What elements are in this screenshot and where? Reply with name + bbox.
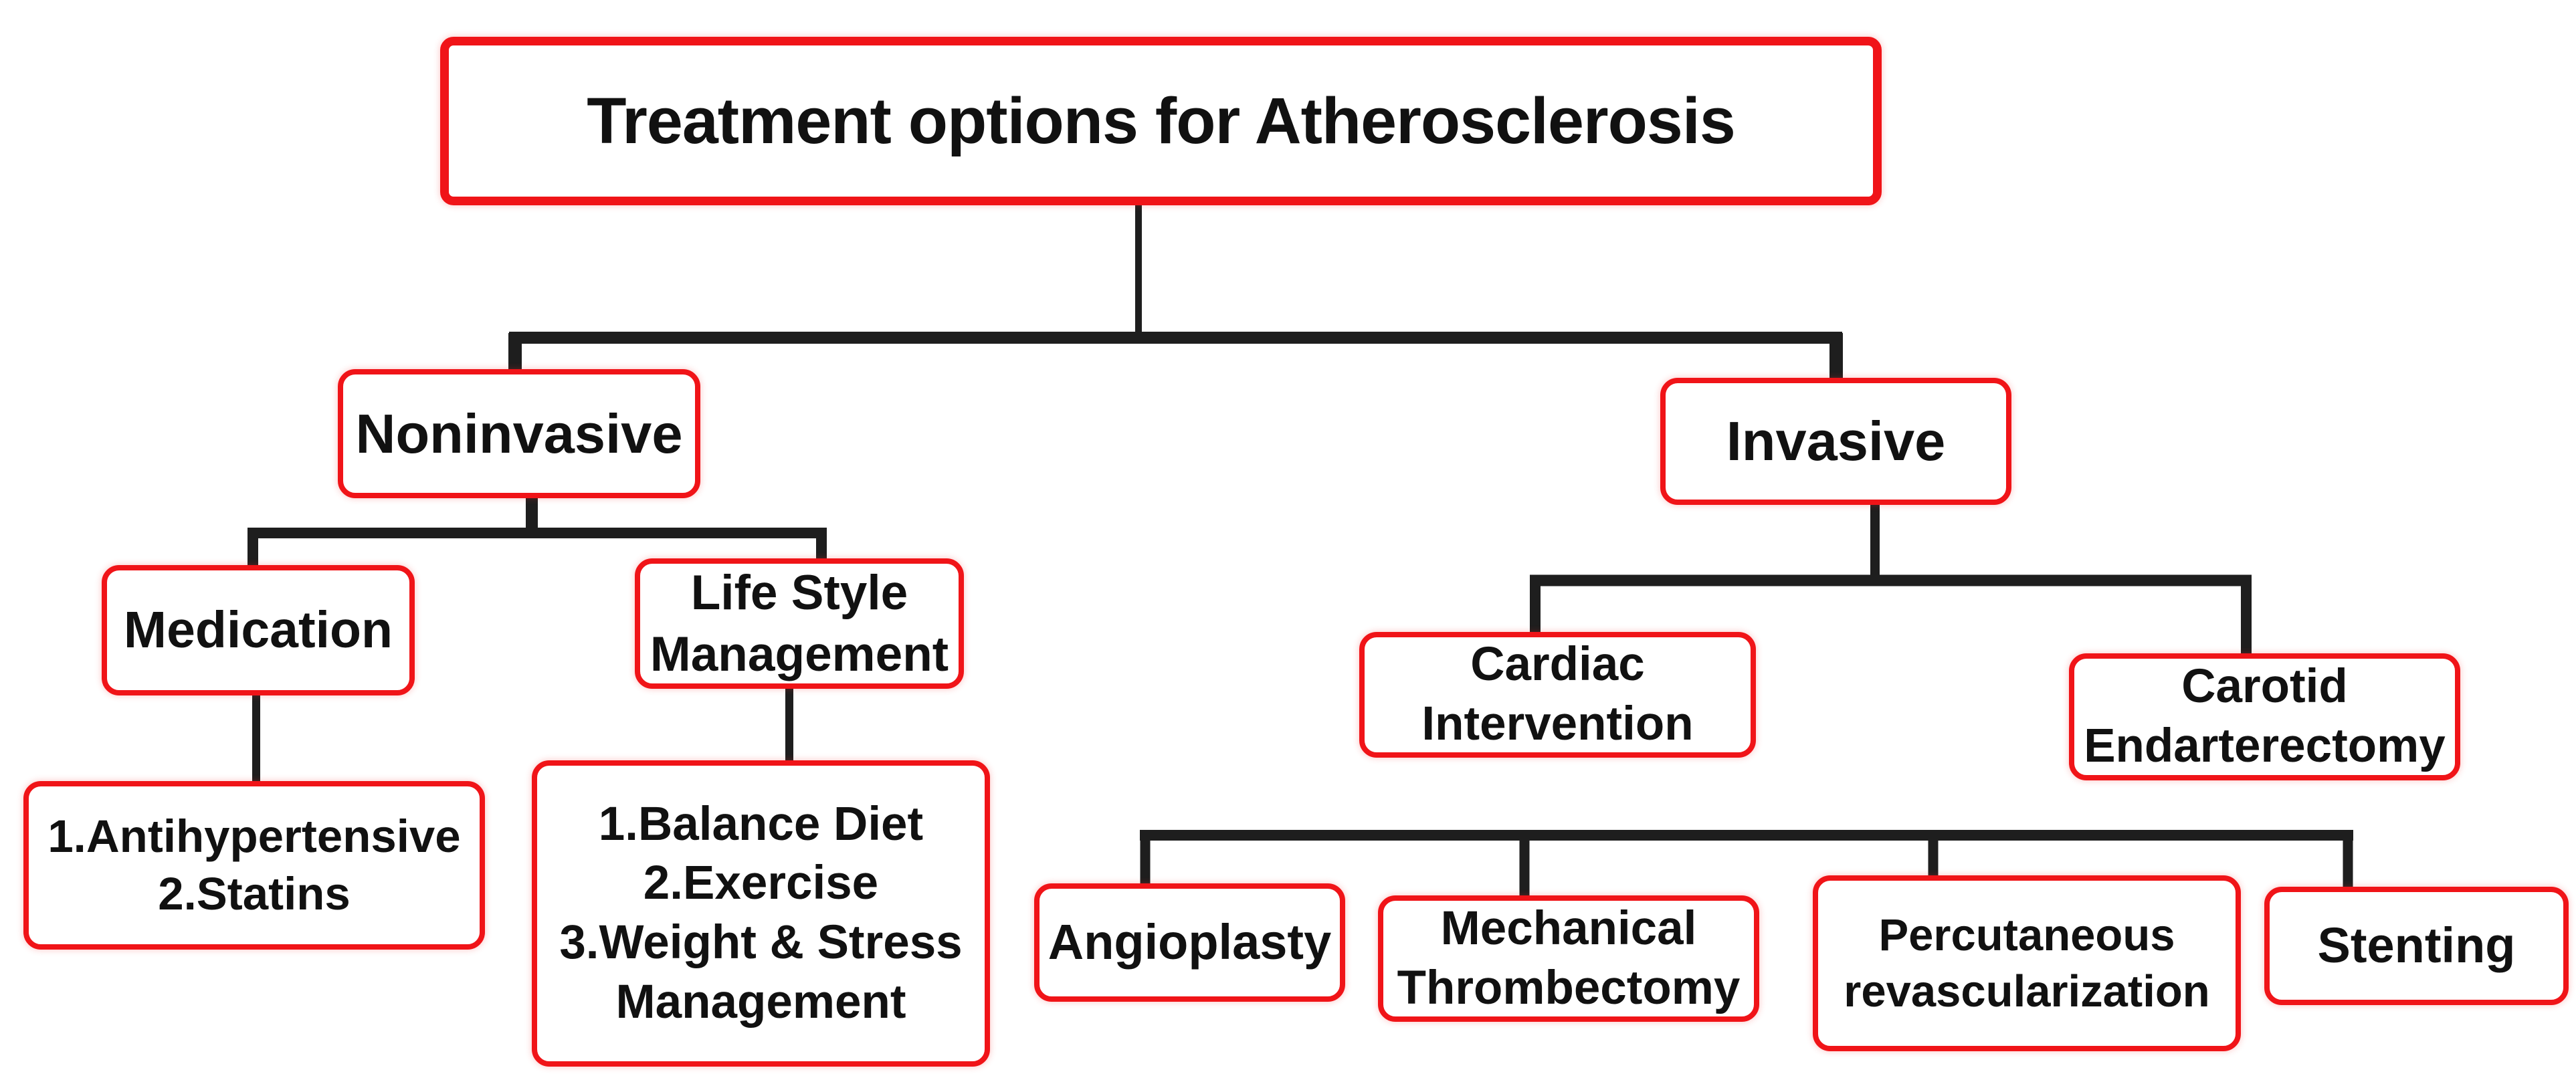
node-carotid-endarterectomy: Carotid Endarterectomy bbox=[2069, 653, 2460, 780]
node-mechanical-thrombectomy-label: Mechanical Thrombectomy bbox=[1397, 901, 1741, 1014]
node-noninvasive-label: Noninvasive bbox=[355, 402, 683, 465]
node-title: Treatment options for Atherosclerosis bbox=[440, 37, 1882, 205]
node-medication: Medication bbox=[102, 565, 415, 695]
node-invasive-label: Invasive bbox=[1726, 410, 1946, 473]
node-stenting-label: Stenting bbox=[2317, 917, 2516, 974]
node-medication-items: 1.Antihypertensive 2.Statins bbox=[23, 781, 485, 950]
node-lifestyle-management: Life Style Management bbox=[635, 558, 964, 689]
node-percutaneous-revascularization-label: Percutaneous revascularization bbox=[1844, 909, 2210, 1016]
node-lifestyle-items-label: 1.Balance Diet 2.Exercise 3.Weight & Str… bbox=[559, 797, 963, 1028]
node-medication-label: Medication bbox=[123, 601, 393, 659]
node-medication-items-label: 1.Antihypertensive 2.Statins bbox=[47, 810, 461, 919]
node-cardiac-intervention: Cardiac Intervention bbox=[1359, 632, 1756, 758]
node-noninvasive: Noninvasive bbox=[338, 369, 700, 498]
node-angioplasty: Angioplasty bbox=[1034, 883, 1345, 1002]
node-percutaneous-revascularization: Percutaneous revascularization bbox=[1813, 875, 2241, 1051]
node-invasive: Invasive bbox=[1660, 378, 2011, 505]
node-title-label: Treatment options for Atherosclerosis bbox=[587, 84, 1736, 158]
node-stenting: Stenting bbox=[2264, 887, 2569, 1005]
node-angioplasty-label: Angioplasty bbox=[1048, 914, 1332, 970]
node-mechanical-thrombectomy: Mechanical Thrombectomy bbox=[1378, 895, 1759, 1022]
node-cardiac-intervention-label: Cardiac Intervention bbox=[1421, 638, 1694, 750]
node-lifestyle-items: 1.Balance Diet 2.Exercise 3.Weight & Str… bbox=[532, 760, 990, 1067]
node-carotid-endarterectomy-label: Carotid Endarterectomy bbox=[2084, 660, 2446, 772]
node-lifestyle-management-label: Life Style Management bbox=[650, 566, 949, 681]
